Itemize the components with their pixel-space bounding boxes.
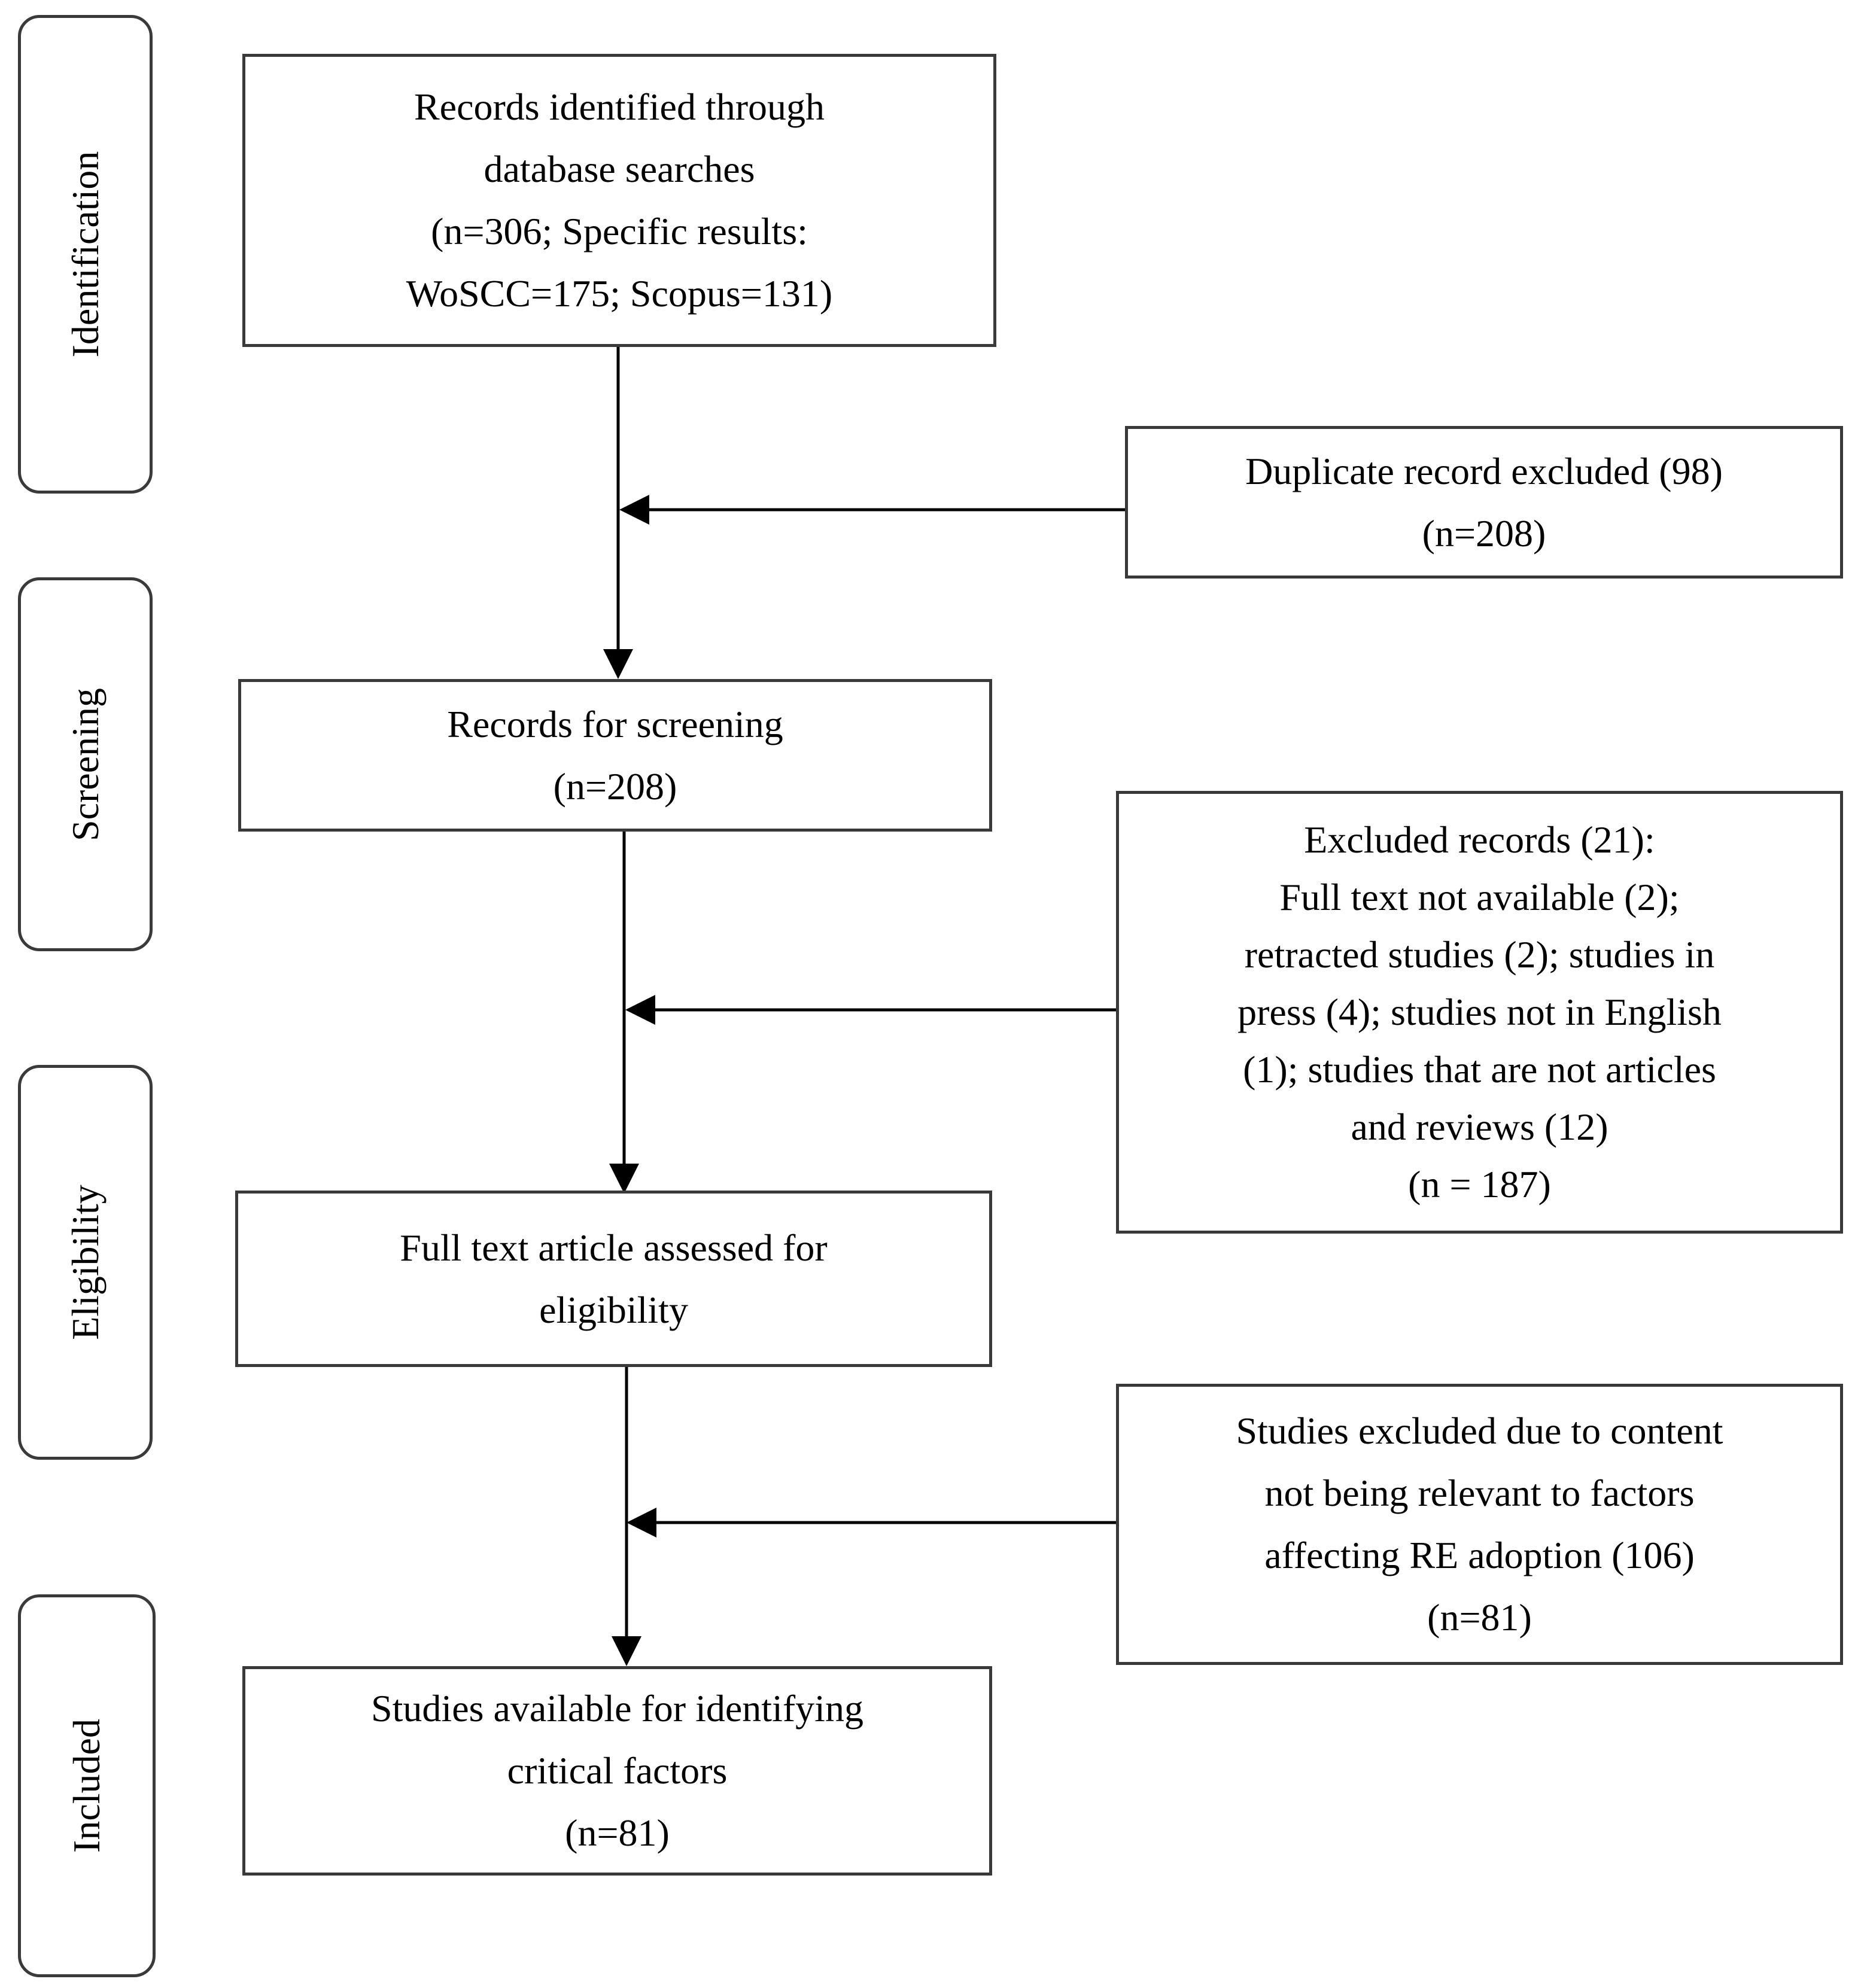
excluded-records-line-6: and reviews (12) [1351,1106,1608,1148]
included-line-1: Studies available for identifying [371,1687,863,1730]
stage-screening: Screening [18,577,153,951]
stage-eligibility: Eligibility [18,1065,153,1460]
excluded-content-line-2: not being relevant to factors [1264,1472,1695,1514]
stage-included: Included [18,1594,156,1977]
excluded-records-line-3: retracted studies (2); studies in [1244,933,1715,976]
identified-line-2: database searches [484,148,755,190]
excluded-content-line-3: affecting RE adoption (106) [1264,1534,1695,1576]
duplicates-line-2: (n=208) [1422,512,1546,555]
screening-line-1: Records for screening [447,702,783,745]
excluded-records-line-7: (n = 187) [1408,1163,1551,1205]
included-line-2: critical factors [507,1749,728,1792]
box-records-identified: Records identified through database sear… [242,54,996,347]
duplicates-line-1: Duplicate record excluded (98) [1245,449,1723,492]
box-excluded-records: Excluded records (21): Full text not ava… [1116,791,1843,1234]
excluded-content-line-1: Studies excluded due to content [1236,1409,1723,1452]
excluded-records-line-1: Excluded records (21): [1304,818,1655,861]
identified-line-4: WoSCC=175; Scopus=131) [406,272,833,315]
eligibility-line-2: eligibility [539,1288,688,1331]
screening-line-2: (n=208) [553,765,677,808]
eligibility-line-1: Full text article assessed for [400,1226,828,1269]
included-line-3: (n=81) [565,1812,670,1854]
excluded-records-line-5: (1); studies that are not articles [1243,1048,1716,1091]
stage-identification: Identification [18,15,153,494]
excluded-records-line-4: press (4); studies not in English [1237,991,1722,1033]
box-studies-included: Studies available for identifying critic… [242,1666,992,1876]
identified-line-1: Records identified through [413,86,825,128]
excluded-content-line-4: (n=81) [1427,1596,1532,1639]
box-full-text-eligibility: Full text article assessed for eligibili… [235,1191,992,1367]
identified-line-3: (n=306; Specific results: [431,210,808,252]
excluded-records-line-2: Full text not available (2); [1279,876,1680,918]
box-duplicates-excluded: Duplicate record excluded (98) (n=208) [1125,426,1843,579]
box-records-screening: Records for screening (n=208) [238,679,992,832]
box-excluded-content: Studies excluded due to content not bein… [1116,1384,1843,1665]
